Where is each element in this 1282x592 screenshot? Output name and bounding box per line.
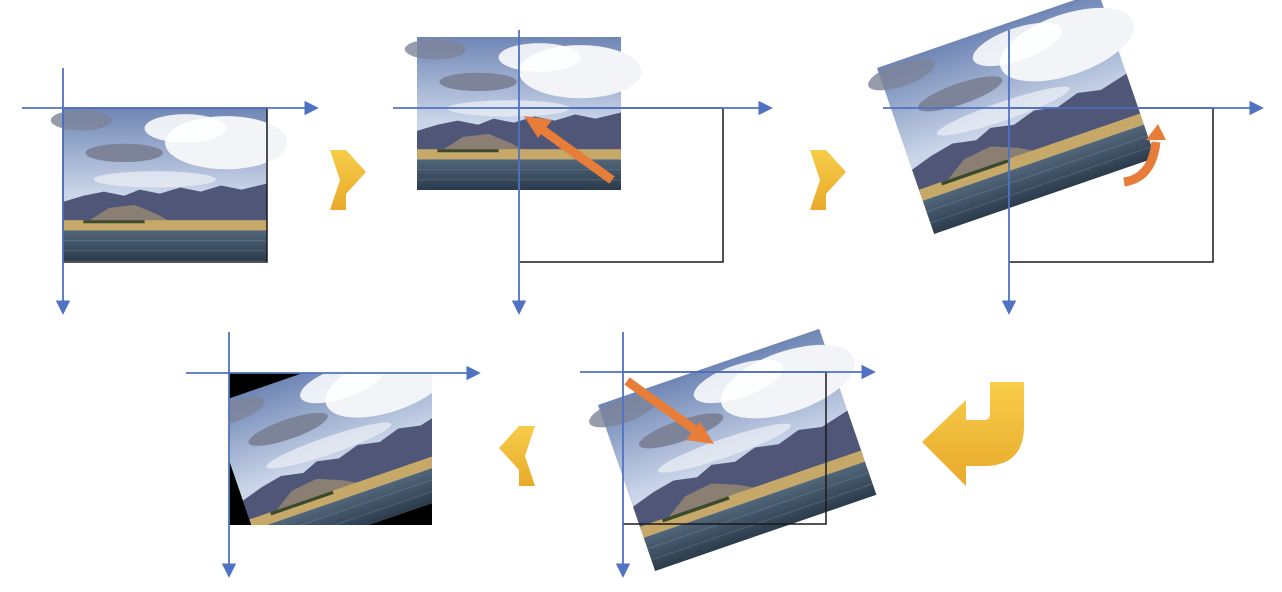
- step-1-original: [22, 68, 319, 315]
- step-2-translate: [393, 30, 773, 315]
- landscape-image: [50, 107, 288, 262]
- flow-arrow-curved: [922, 382, 1024, 486]
- landscape-image: [404, 36, 642, 191]
- translation-arrow: [624, 377, 714, 444]
- step-3-rotate: [863, 0, 1264, 315]
- step-4-translate-back: [580, 320, 900, 578]
- flow-arrow-left: [499, 426, 535, 486]
- rotation-arrow: [1123, 124, 1166, 187]
- landscape-image: [863, 0, 1179, 240]
- translation-arrow: [524, 116, 615, 184]
- landscape-image: [229, 373, 432, 525]
- step-5-result: [186, 332, 481, 578]
- landscape-image: [584, 320, 900, 577]
- flow-arrow-right-1: [330, 150, 366, 210]
- flow-arrow-right-2: [810, 150, 846, 210]
